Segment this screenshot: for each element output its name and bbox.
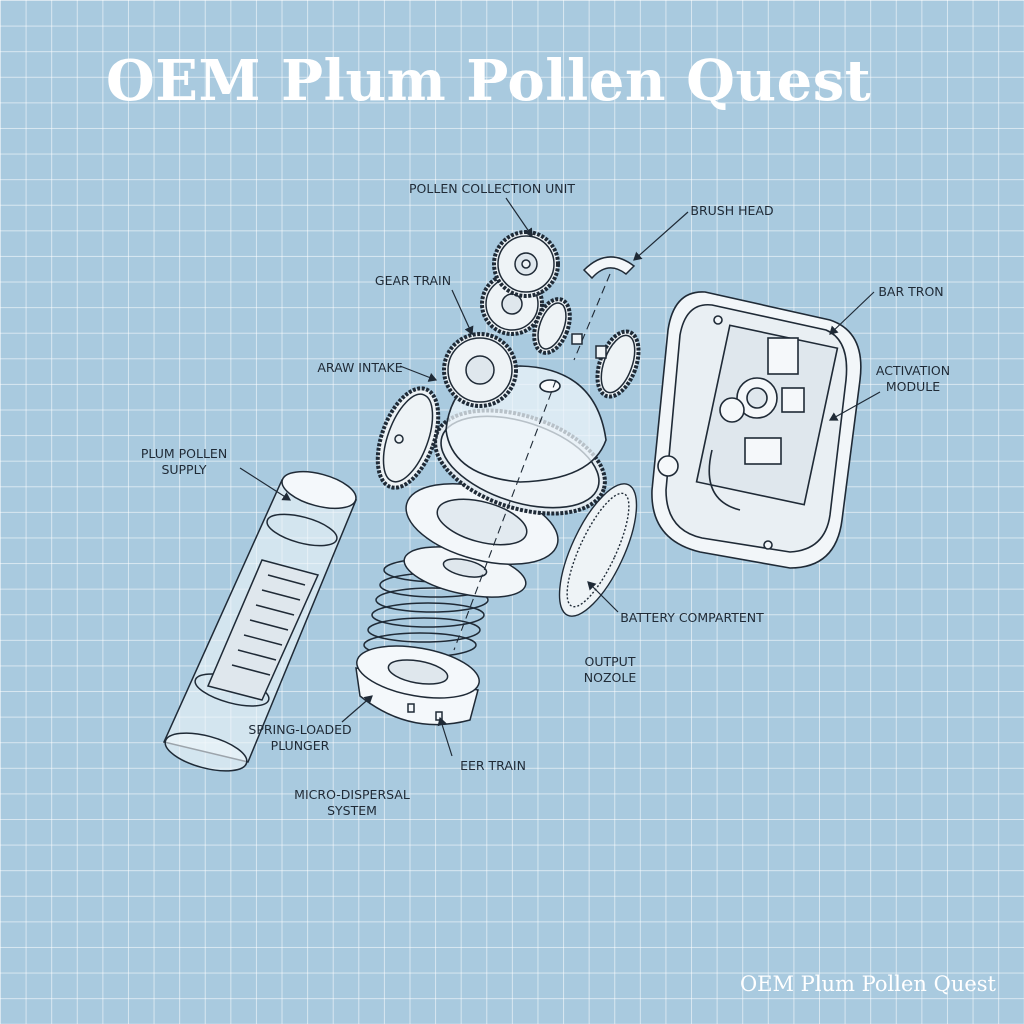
label-plum-pollen-supply: PLUM POLLEN SUPPLY <box>140 446 228 477</box>
battery-compartment-ring <box>558 483 638 617</box>
label-bar-tron: BAR TRON <box>878 284 944 299</box>
gear-train-main-gear <box>442 332 518 408</box>
activation-module-housing <box>651 291 862 569</box>
plum-pollen-supply-cylinder <box>162 470 358 772</box>
label-micro-dispersal-system: MICRO-DISPERSAL SYSTEM <box>294 787 410 818</box>
footer-title: OEM Plum Pollen Quest <box>739 972 996 996</box>
pollen-collection-gears <box>480 230 641 399</box>
brush-head <box>582 256 636 280</box>
label-pollen-collection-unit: POLLEN COLLECTION UNIT <box>409 181 575 196</box>
spring-loaded-plunger-base <box>355 645 480 726</box>
diagram-title: OEM Plum Pollen Quest <box>106 48 872 114</box>
air-intake-gear <box>375 386 441 490</box>
assembly-axis-lines <box>453 273 611 651</box>
label-battery-compartment: BATTERY COMPARTENT <box>620 610 764 625</box>
leader-lines <box>239 197 881 757</box>
label-brush-head: BRUSH HEAD <box>690 203 774 218</box>
label-gear-train-top: GEAR TRAIN <box>374 273 452 288</box>
label-spring-loaded-plunger: SPRING-LOADED PLUNGER <box>248 722 352 753</box>
label-eer-train: EER TRAIN <box>460 758 526 773</box>
label-activation-module: ACTIVATION MODULE <box>875 363 951 394</box>
label-air-intake: ARAW INTAKE <box>317 360 403 375</box>
label-output-nozzle: OUTPUT NOZOLE <box>583 654 637 685</box>
